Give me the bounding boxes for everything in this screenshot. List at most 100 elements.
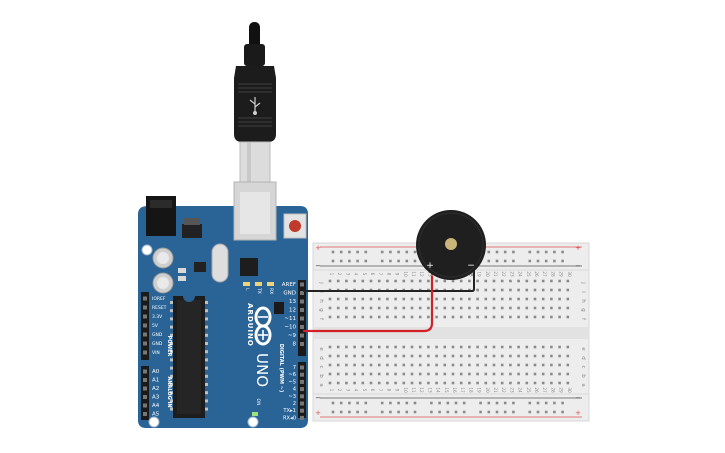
breadboard-hole[interactable]: [533, 381, 537, 385]
breadboard-hole[interactable]: [517, 297, 520, 301]
analog-pin-hole[interactable]: [143, 403, 147, 408]
breadboard-hole[interactable]: [500, 288, 504, 292]
breadboard-hole[interactable]: [509, 372, 512, 376]
breadboard-hole[interactable]: [509, 288, 512, 292]
breadboard-hole[interactable]: [468, 306, 471, 310]
breadboard-hole[interactable]: [394, 315, 397, 319]
breadboard-hole[interactable]: [525, 372, 529, 376]
digital-pin-hole[interactable]: [300, 282, 304, 287]
breadboard-hole[interactable]: [459, 372, 463, 376]
breadboard-hole[interactable]: [451, 381, 455, 385]
breadboard-hole[interactable]: [369, 363, 373, 367]
breadboard-hole[interactable]: [525, 279, 529, 283]
breadboard-hole[interactable]: [328, 363, 332, 367]
breadboard-hole[interactable]: [331, 410, 335, 414]
breadboard-hole[interactable]: [536, 410, 540, 414]
breadboard-hole[interactable]: [397, 259, 400, 263]
breadboard-hole[interactable]: [533, 288, 537, 292]
breadboard-hole[interactable]: [386, 363, 389, 367]
breadboard-hole[interactable]: [500, 297, 504, 301]
power-header[interactable]: [141, 292, 149, 360]
breadboard-hole[interactable]: [369, 372, 373, 376]
breadboard-hole[interactable]: [558, 372, 561, 376]
breadboard-hole[interactable]: [353, 306, 356, 310]
breadboard-hole[interactable]: [468, 345, 471, 349]
breadboard-hole[interactable]: [536, 401, 540, 405]
breadboard-hole[interactable]: [528, 259, 532, 263]
breadboard-hole[interactable]: [495, 401, 499, 405]
analog-pin-hole[interactable]: [143, 386, 147, 391]
breadboard-hole[interactable]: [492, 345, 496, 349]
breadboard-hole[interactable]: [525, 363, 529, 367]
breadboard-hole[interactable]: [345, 345, 348, 349]
breadboard-hole[interactable]: [462, 410, 466, 414]
breadboard-hole[interactable]: [500, 345, 504, 349]
breadboard-hole[interactable]: [336, 354, 340, 358]
breadboard-hole[interactable]: [339, 410, 343, 414]
breadboard-hole[interactable]: [525, 354, 529, 358]
breadboard-hole[interactable]: [353, 315, 356, 319]
breadboard-hole[interactable]: [468, 354, 471, 358]
breadboard-hole[interactable]: [451, 363, 455, 367]
breadboard-hole[interactable]: [492, 315, 496, 319]
usb-cable[interactable]: [234, 22, 276, 183]
breadboard-hole[interactable]: [394, 372, 397, 376]
breadboard-hole[interactable]: [397, 410, 400, 414]
breadboard-hole[interactable]: [377, 363, 381, 367]
breadboard-hole[interactable]: [451, 279, 455, 283]
analog-header[interactable]: [141, 366, 149, 420]
breadboard-hole[interactable]: [487, 259, 491, 263]
breadboard-hole[interactable]: [394, 381, 397, 385]
breadboard-hole[interactable]: [500, 372, 504, 376]
breadboard-hole[interactable]: [495, 259, 499, 263]
digital-pin-hole[interactable]: [300, 387, 304, 392]
breadboard-hole[interactable]: [369, 315, 373, 319]
breadboard-hole[interactable]: [541, 279, 545, 283]
breadboard-hole[interactable]: [533, 279, 537, 283]
breadboard-hole[interactable]: [413, 410, 417, 414]
breadboard-hole[interactable]: [345, 372, 348, 376]
breadboard-hole[interactable]: [348, 401, 351, 405]
breadboard-hole[interactable]: [394, 354, 397, 358]
breadboard-hole[interactable]: [405, 259, 409, 263]
breadboard-hole[interactable]: [380, 259, 384, 263]
breadboard-hole[interactable]: [500, 306, 504, 310]
breadboard-hole[interactable]: [356, 410, 359, 414]
breadboard-hole[interactable]: [544, 250, 548, 254]
breadboard-hole[interactable]: [377, 354, 381, 358]
breadboard-hole[interactable]: [533, 306, 537, 310]
breadboard-hole[interactable]: [377, 297, 381, 301]
breadboard-hole[interactable]: [386, 372, 389, 376]
breadboard-hole[interactable]: [331, 401, 335, 405]
breadboard-hole[interactable]: [418, 315, 422, 319]
breadboard-hole[interactable]: [553, 259, 556, 263]
breadboard-hole[interactable]: [479, 401, 482, 405]
breadboard-hole[interactable]: [386, 279, 389, 283]
breadboard-hole[interactable]: [454, 410, 458, 414]
breadboard-hole[interactable]: [361, 315, 365, 319]
digital-pin-hole[interactable]: [300, 342, 304, 346]
breadboard-hole[interactable]: [339, 250, 343, 254]
breadboard-hole[interactable]: [509, 354, 512, 358]
breadboard-hole[interactable]: [435, 279, 438, 283]
breadboard-hole[interactable]: [487, 250, 491, 254]
power-pin-hole[interactable]: [143, 332, 147, 337]
breadboard-hole[interactable]: [544, 410, 548, 414]
breadboard-hole[interactable]: [550, 345, 553, 349]
breadboard-hole[interactable]: [550, 363, 553, 367]
breadboard-hole[interactable]: [402, 381, 406, 385]
breadboard-hole[interactable]: [459, 363, 463, 367]
breadboard-hole[interactable]: [345, 315, 348, 319]
breadboard-hole[interactable]: [500, 315, 504, 319]
breadboard-hole[interactable]: [517, 363, 520, 367]
breadboard-hole[interactable]: [476, 381, 479, 385]
breadboard-hole[interactable]: [476, 288, 479, 292]
breadboard-hole[interactable]: [487, 410, 491, 414]
breadboard-hole[interactable]: [394, 345, 397, 349]
breadboard-hole[interactable]: [476, 354, 479, 358]
breadboard-hole[interactable]: [492, 297, 496, 301]
breadboard-hole[interactable]: [525, 381, 529, 385]
breadboard-hole[interactable]: [459, 297, 463, 301]
breadboard-hole[interactable]: [328, 372, 332, 376]
